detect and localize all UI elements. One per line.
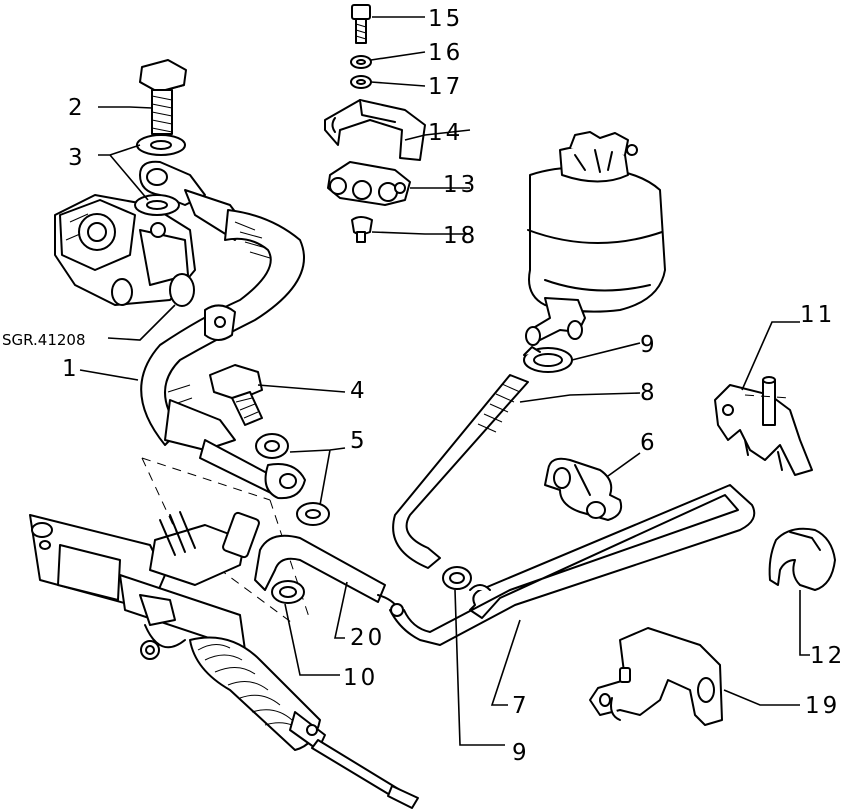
callout-19: 19 — [805, 693, 840, 719]
callout-7: 7 — [512, 693, 530, 719]
washer-16 — [350, 55, 372, 69]
reference-code-label: SGR.41208 — [2, 331, 86, 349]
banjo-bolt-2 — [139, 59, 187, 135]
hose-clamp-10 — [271, 580, 305, 604]
steering-pump — [54, 194, 196, 307]
leader-lines — [79, 16, 810, 746]
hose-clamp-9-lower — [442, 566, 472, 590]
callout-14: 14 — [428, 120, 463, 146]
hose-clamp-9-upper — [523, 346, 573, 373]
clip-12 — [768, 527, 836, 591]
fluid-reservoir — [525, 131, 666, 346]
callout-18: 18 — [443, 223, 478, 249]
steering-pipe-7 — [389, 484, 756, 646]
callout-2: 2 — [68, 95, 86, 121]
callout-1: 1 — [62, 356, 80, 382]
callout-9-lower: 9 — [512, 740, 530, 766]
callout-numbers: 15 16 17 14 13 18 2 3 1 4 5 9 8 6 11 12 … — [62, 6, 841, 766]
steering-rack — [29, 511, 419, 809]
callout-12: 12 — [810, 643, 841, 669]
callout-16: 16 — [428, 40, 463, 66]
callout-11: 11 — [800, 302, 835, 328]
callout-20: 20 — [350, 625, 385, 651]
callout-3: 3 — [68, 145, 86, 171]
washers-5 — [255, 433, 330, 526]
bracket-19 — [589, 627, 723, 726]
screw-18 — [351, 216, 373, 243]
callout-5: 5 — [350, 428, 368, 454]
pressure-hose-1 — [140, 189, 306, 500]
callout-17: 17 — [428, 74, 463, 100]
bolt-15 — [351, 4, 371, 44]
callout-10: 10 — [343, 665, 378, 691]
clamp-block-13 — [327, 161, 411, 206]
callout-6: 6 — [640, 430, 658, 456]
banjo-bolt-4 — [209, 364, 263, 426]
pipe-clip-6 — [544, 457, 623, 521]
bracket-14 — [324, 99, 426, 161]
callout-13: 13 — [443, 172, 478, 198]
supply-hose-8 — [392, 374, 529, 569]
callout-8: 8 — [640, 380, 658, 406]
callout-15: 15 — [428, 6, 463, 32]
bracket-11 — [714, 376, 813, 476]
nut-17 — [350, 75, 372, 89]
callout-9-upper: 9 — [640, 332, 658, 358]
callout-4: 4 — [350, 378, 368, 404]
washers-3 — [134, 134, 206, 216]
